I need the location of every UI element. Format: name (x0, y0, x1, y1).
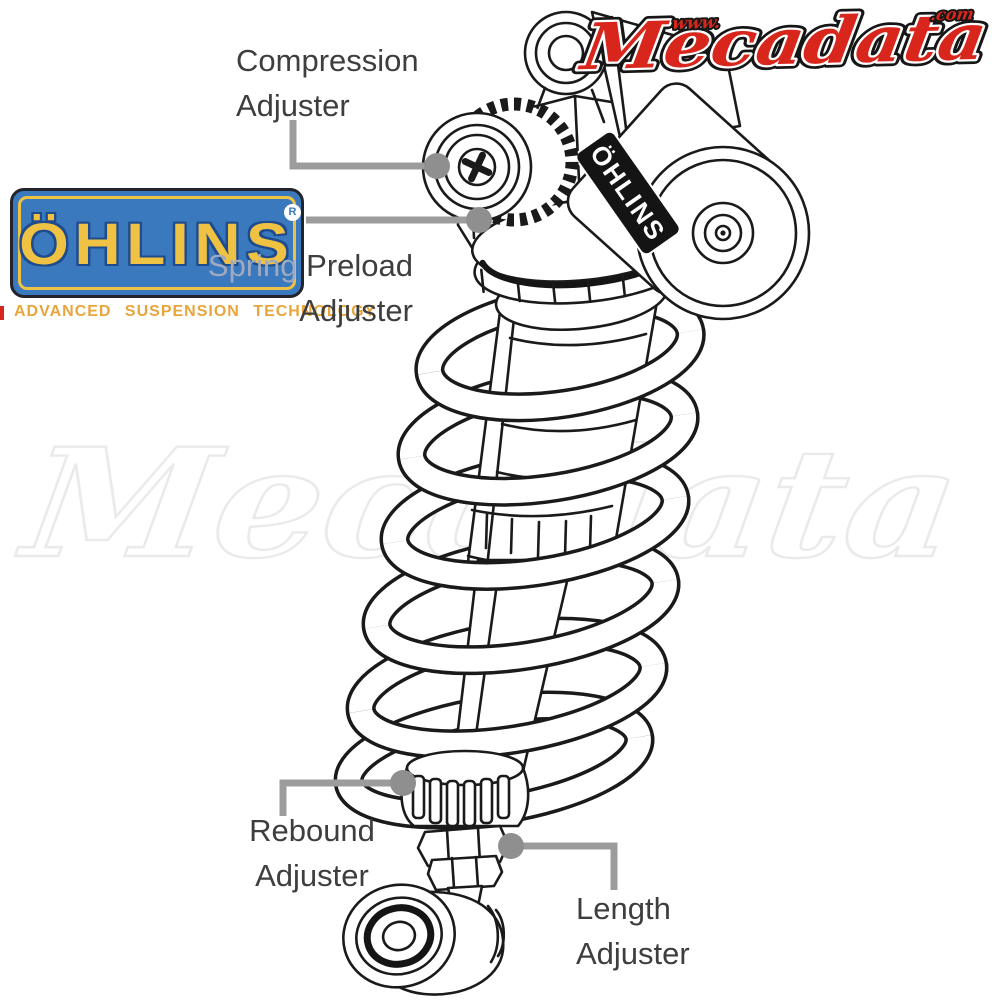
reservoir: ÖHLINS (566, 82, 811, 321)
preload-label-word-spring: Spring (207, 248, 298, 283)
ohlins-tagline: ADVANCED SUSPENSION TECHNOLOGY (14, 303, 377, 320)
spring-preload-adjuster-label: Spring Preload Adjuster (160, 243, 413, 333)
red-edge-mark (0, 306, 4, 320)
length-callout-dot (498, 833, 524, 859)
ohlins-wordmark: ÖHLINS (19, 209, 295, 277)
compression-callout-line (289, 120, 432, 170)
compression-adjuster-knob (421, 97, 579, 227)
compression-adjuster-label: Compression Adjuster (236, 38, 419, 128)
preload-label-word-preload: Preload (306, 248, 413, 283)
preload-label-line1: Spring Preload (160, 243, 413, 288)
rebound-label-line1: Rebound (249, 813, 375, 848)
ohlins-logo: ÖHLINS R (10, 188, 304, 298)
rebound-callout-line (279, 779, 392, 816)
registered-trademark-icon: R (284, 204, 301, 221)
com-suffix-outline: .com (929, 4, 975, 24)
bottom-eye (342, 883, 506, 996)
rebound-adjuster-knob (400, 749, 530, 828)
com-suffix: .com (929, 4, 975, 24)
ohlins-logo-border: ÖHLINS (18, 196, 296, 290)
length-adjuster-label: Length Adjuster (576, 886, 690, 976)
rebound-adjuster-label: Rebound Adjuster (230, 808, 394, 898)
preload-callout-dot (466, 207, 492, 233)
mecadata-logo-text: Mecadata (575, 0, 992, 85)
mecadata-logo-halo: Mecadata (575, 0, 992, 85)
preload-label-line2: Adjuster (299, 293, 413, 328)
callouts (279, 120, 618, 890)
length-label-line2: Adjuster (576, 936, 690, 971)
rebound-callout-dot (390, 770, 416, 796)
mecadata-logo: Mecadata Mecadata Mecadata www. www. .co… (570, 0, 997, 90)
mecadata-logo-outline: Mecadata (575, 0, 992, 85)
compression-label-line1: Compression (236, 43, 419, 78)
www-prefix: www. (671, 13, 722, 34)
rebound-label-line2: Adjuster (255, 858, 369, 893)
www-prefix-outline: www. (671, 13, 722, 34)
length-label-line1: Length (576, 891, 671, 926)
compression-callout-dot (424, 153, 450, 179)
compression-label-line2: Adjuster (236, 88, 350, 123)
phillips-screw-icon (461, 151, 493, 183)
length-callout-line (500, 842, 618, 890)
